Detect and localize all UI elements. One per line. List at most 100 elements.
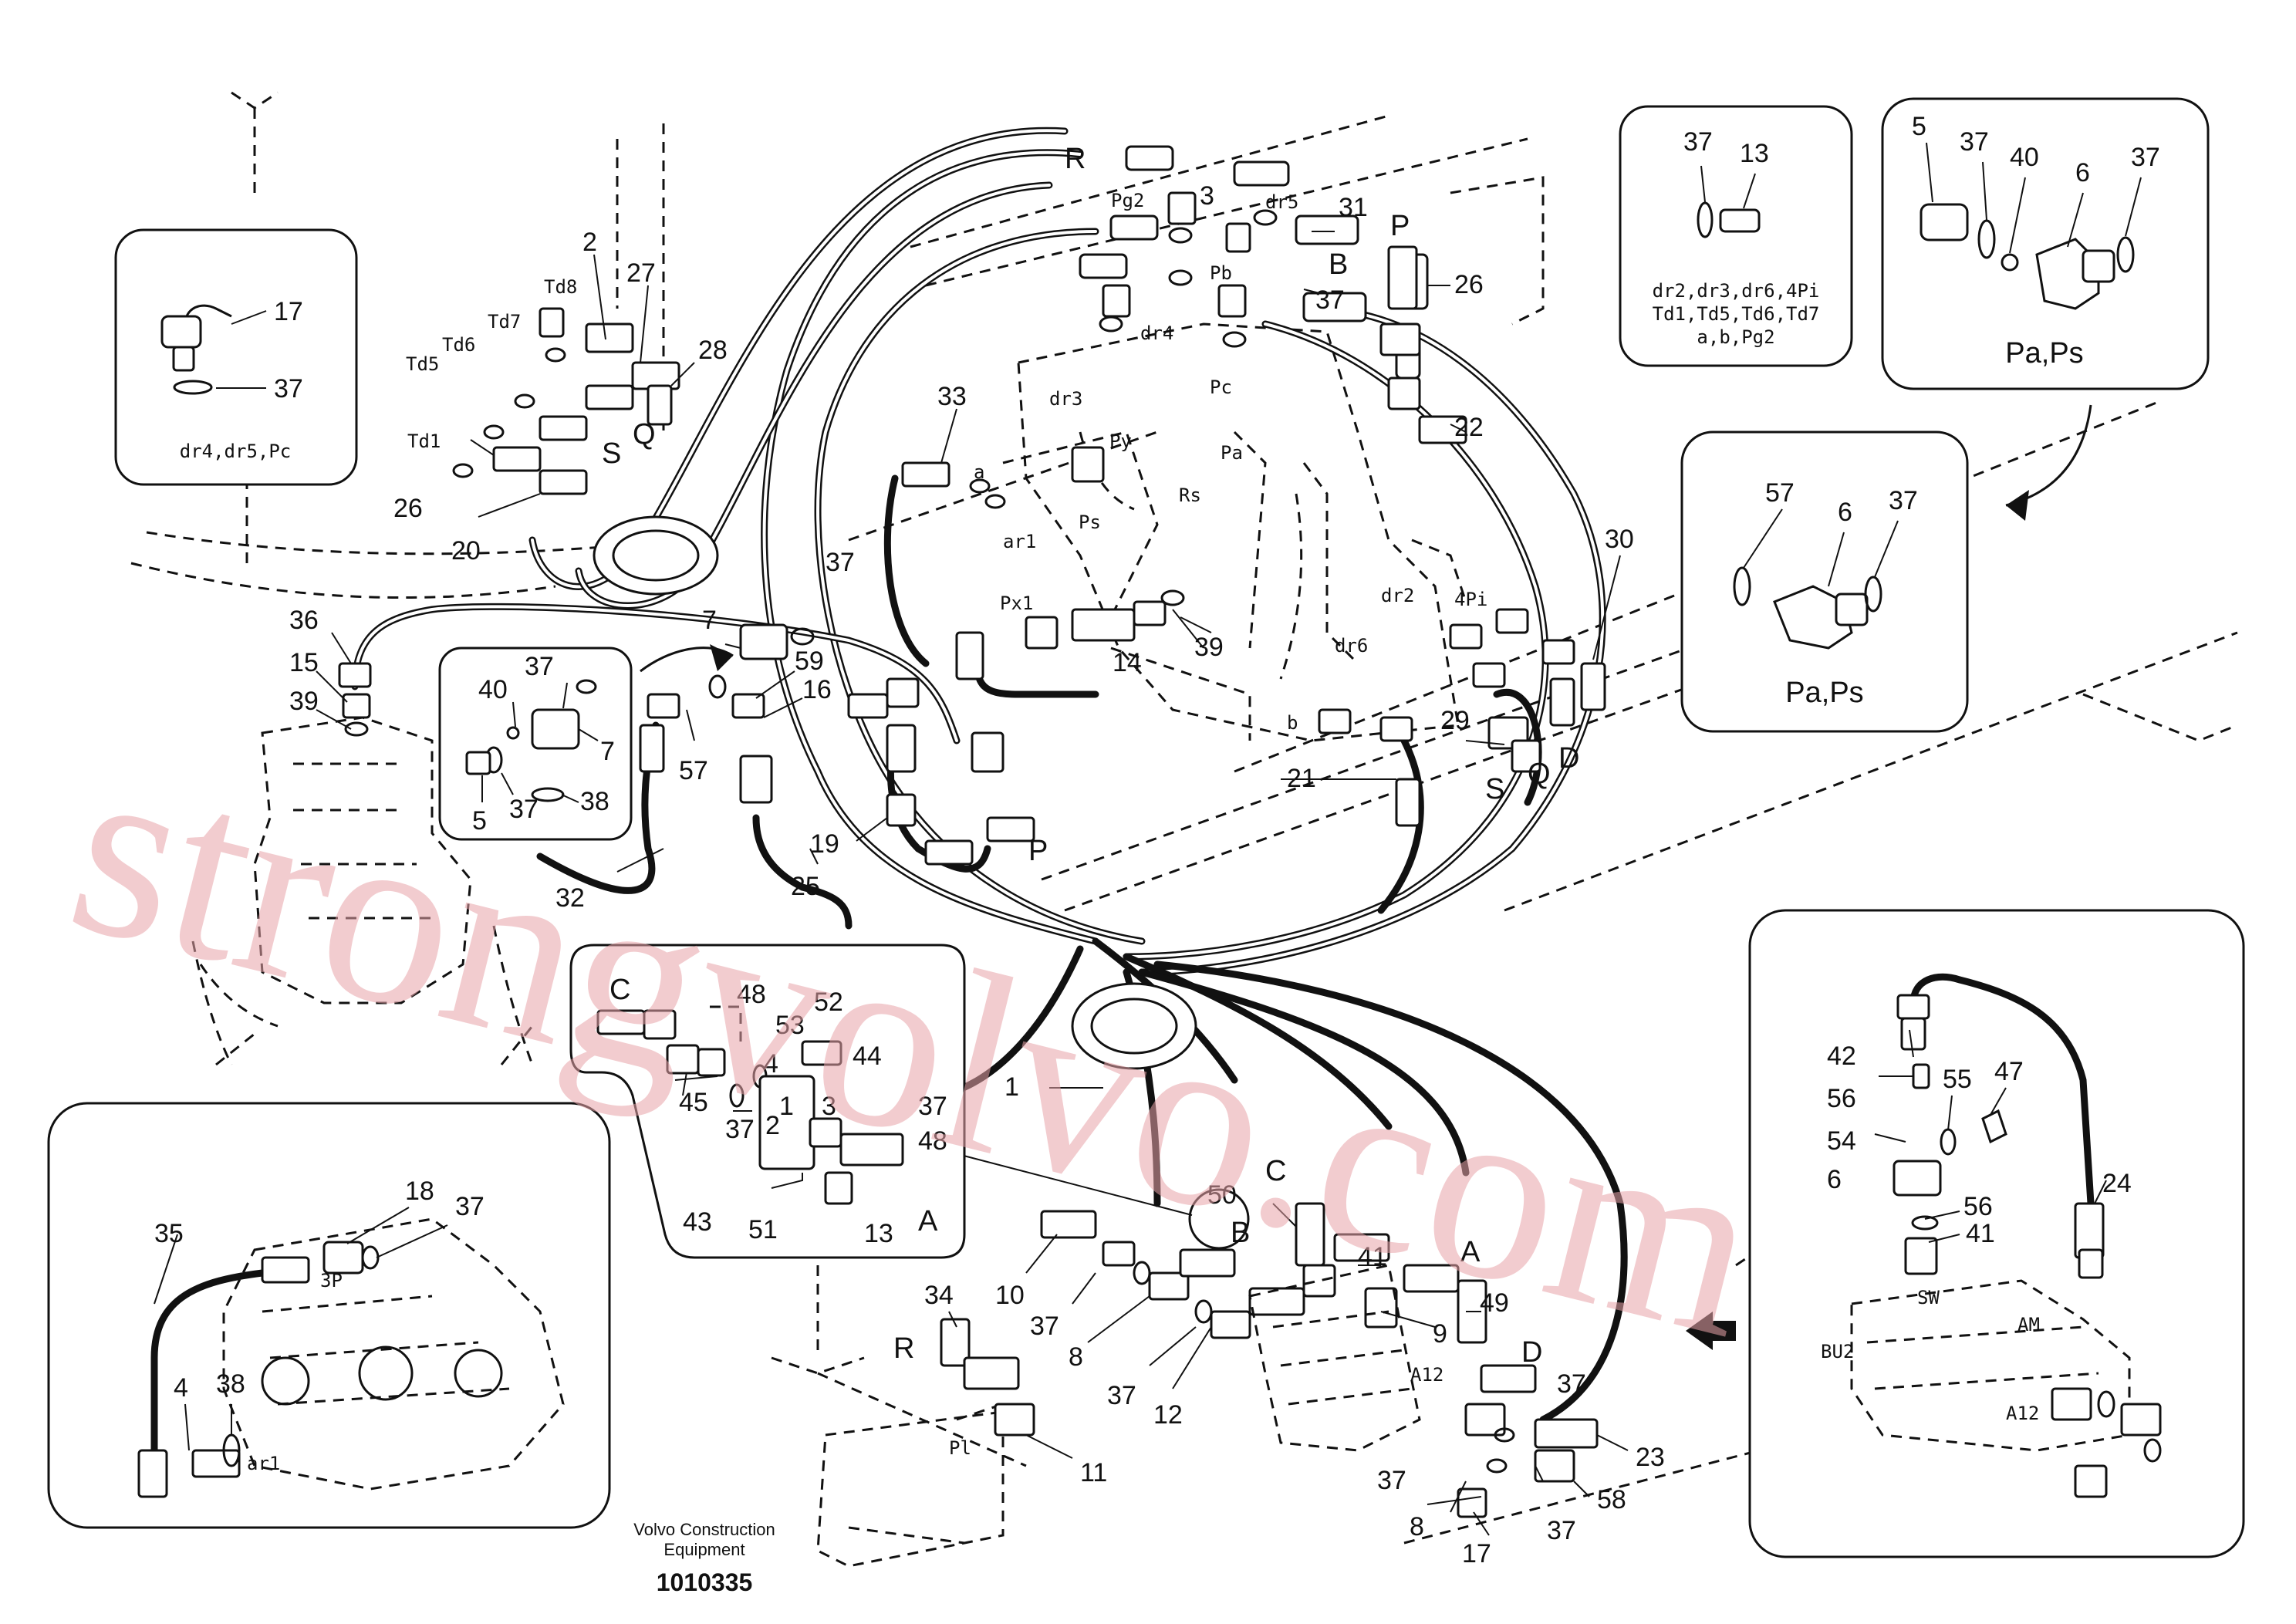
callout-17-lower: 17 — [1462, 1539, 1491, 1568]
inset-dr4-dr5-pc: 17 37 dr4,dr5,Pc — [114, 228, 358, 486]
callout-37-low-a: 37 — [1030, 1312, 1059, 1341]
inset6-part-2: 2 — [765, 1111, 780, 1140]
callout-39-left: 39 — [289, 687, 319, 716]
callout-D-mid: D — [1558, 742, 1579, 775]
callout-dr4: dr4 — [1140, 322, 1173, 344]
callout-R-top: R — [1065, 143, 1086, 175]
flow-arrow-right — [2005, 404, 2092, 521]
inset5-part-5: 5 — [472, 806, 487, 836]
callout-34: 34 — [924, 1281, 954, 1310]
callout-3-top: 3 — [1200, 181, 1214, 211]
callout-58: 58 — [1597, 1485, 1626, 1514]
callout-b: b — [1287, 712, 1298, 734]
inset8-part-47: 47 — [1994, 1057, 2024, 1086]
callout-27: 27 — [626, 258, 656, 288]
inset5-part-7: 7 — [600, 737, 615, 766]
callout-ar1: ar1 — [1003, 531, 1036, 552]
inset1-part-37: 37 — [274, 374, 303, 403]
callout-Pl: Pl — [949, 1437, 971, 1459]
callout-Td8: Td8 — [544, 276, 577, 298]
drawing-footer: Volvo Construction Equipment 1010335 — [633, 1520, 775, 1596]
inset6-part-13: 13 — [864, 1219, 893, 1248]
hoses-left — [351, 474, 1542, 930]
main-pump-outline — [199, 716, 472, 1028]
callout-11: 11 — [1080, 1458, 1107, 1487]
inset6-part-48-b: 48 — [918, 1126, 947, 1156]
callout-37-top: 37 — [1315, 285, 1345, 315]
callout-P-top: P — [1390, 210, 1410, 242]
footer-company-line1: Volvo Construction — [633, 1520, 775, 1539]
inset-control-right: 42 55 47 56 54 6 56 41 24 SW AM BU2 A12 — [1748, 909, 2245, 1558]
inset7-part-35: 35 — [154, 1219, 184, 1248]
callout-dr3: dr3 — [1049, 388, 1082, 410]
callout-49: 49 — [1480, 1288, 1509, 1318]
inset6-part-44: 44 — [853, 1042, 882, 1071]
callout-Px1: Px1 — [1000, 593, 1033, 614]
inset6-part-C: C — [609, 974, 630, 1006]
inset7-tag-ar1: ar1 — [247, 1453, 280, 1474]
inset8-part-41: 41 — [1966, 1219, 1995, 1248]
inset8-part-56-a: 56 — [1827, 1084, 1856, 1113]
inset3-part-37-a: 37 — [1960, 127, 1989, 157]
clamp-grommet — [593, 515, 719, 596]
callout-8-a: 8 — [1069, 1342, 1083, 1372]
inset1-part-17: 17 — [274, 297, 303, 326]
inset8-tag-AM: AM — [2017, 1314, 2040, 1335]
callout-dr2: dr2 — [1381, 585, 1414, 606]
grommet — [1071, 982, 1197, 1070]
inset8-part-6: 6 — [1827, 1165, 1842, 1194]
callout-S-mid: S — [1485, 773, 1504, 805]
inset8-tag-BU2: BU2 — [1821, 1341, 1854, 1362]
inset4-caption: Pa,Ps — [1785, 677, 1863, 709]
callout-16: 16 — [802, 675, 832, 704]
callout-Pc: Pc — [1210, 376, 1232, 398]
inset8-part-54: 54 — [1827, 1126, 1856, 1156]
callout-a: a — [974, 461, 984, 483]
callout-8-b: 8 — [1410, 1512, 1424, 1541]
inset4-part-57: 57 — [1765, 478, 1795, 508]
callout-10: 10 — [995, 1281, 1025, 1310]
callout-Pb: Pb — [1210, 262, 1232, 284]
callout-P-mid: P — [1028, 835, 1048, 867]
leader-lines — [316, 231, 1629, 1536]
callout-31: 31 — [1339, 193, 1368, 222]
callout-A12: A12 — [1410, 1364, 1443, 1386]
callout-1: 1 — [1004, 1072, 1019, 1102]
callout-dr6: dr6 — [1335, 635, 1368, 657]
inset6-part-45: 45 — [679, 1088, 708, 1117]
inset8-tag-SW: SW — [1917, 1287, 1940, 1308]
inset6-part-53: 53 — [775, 1011, 805, 1040]
inset8-part-42: 42 — [1827, 1042, 1856, 1071]
callout-Rs: Rs — [1179, 484, 1201, 506]
inset6-part-1: 1 — [779, 1092, 794, 1121]
callout-37-low-d: 37 — [1377, 1466, 1406, 1495]
inset-pump-left: 18 37 35 3P 4 38 ar1 — [47, 1102, 611, 1529]
callout-25: 25 — [791, 872, 820, 901]
callout-37-low-e: 37 — [1547, 1516, 1576, 1545]
inset2-caption-line1: dr2,dr3,dr6,4Pi — [1653, 280, 1820, 302]
inset7-part-4: 4 — [174, 1373, 188, 1403]
inset-dr2-group: 37 13 dr2,dr3,dr6,4Pi Td1,Td5,Td6,Td7 a,… — [1619, 105, 1853, 367]
flow-arrow-left — [640, 647, 734, 673]
inset6-part-4: 4 — [764, 1049, 778, 1079]
inset-valve-small: 37 40 7 5 37 38 — [438, 647, 633, 841]
callout-59: 59 — [795, 647, 824, 676]
footer-drawing-number: 1010335 — [657, 1568, 753, 1596]
inset2-part-13: 13 — [1740, 139, 1769, 168]
reference-circle — [1188, 1188, 1250, 1250]
inset3-part-37-b: 37 — [2131, 143, 2160, 172]
callout-Td5: Td5 — [406, 353, 439, 375]
callout-50: 50 — [1207, 1180, 1237, 1210]
inset8-tag-A12: A12 — [2006, 1403, 2039, 1424]
inset-pa-ps-top: 5 37 40 6 37 Pa,Ps — [1881, 97, 2210, 390]
callout-22: 22 — [1454, 413, 1484, 442]
reference-arrow — [1686, 1312, 1736, 1350]
callout-57: 57 — [679, 756, 708, 785]
callout-9: 9 — [1433, 1319, 1447, 1349]
callout-26-right: 26 — [1454, 270, 1484, 299]
callout-30: 30 — [1605, 525, 1634, 554]
callout-41: 41 — [1358, 1242, 1387, 1271]
callout-C-mid: C — [1265, 1155, 1286, 1187]
